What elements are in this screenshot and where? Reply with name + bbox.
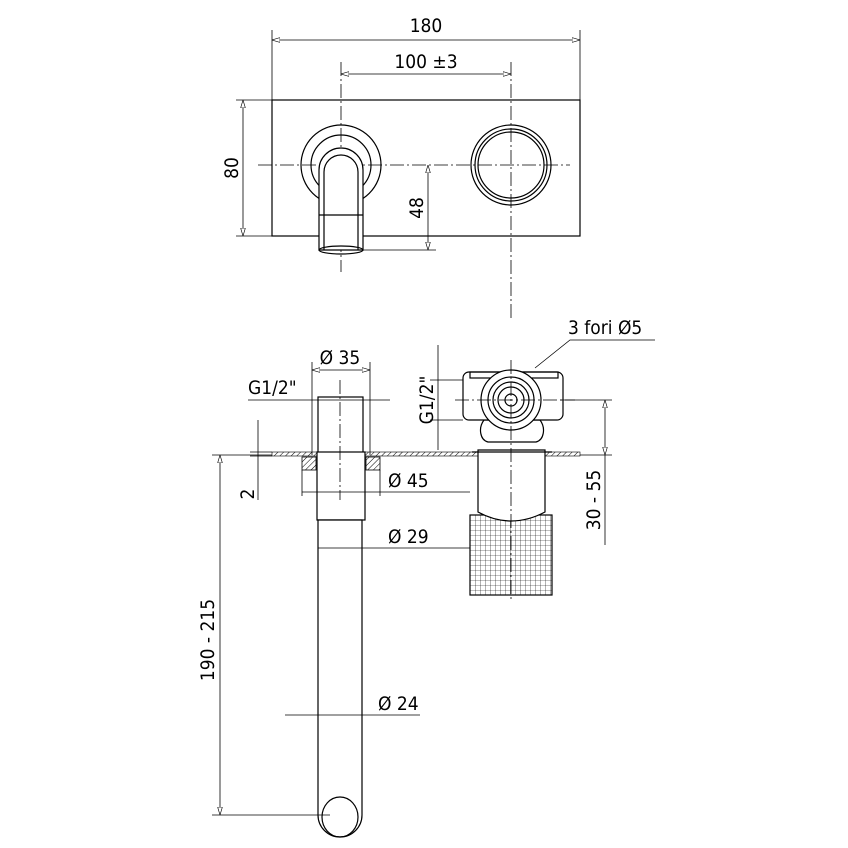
top-view: 180 100 ±3 80 48 xyxy=(221,15,581,320)
spout xyxy=(301,380,381,838)
mixer-valve xyxy=(455,360,575,600)
dim-depth-range: 30 - 55 xyxy=(583,470,605,531)
dim-spout-thread: G1/2" xyxy=(248,377,297,399)
dim-flange-diameter: Ø 45 xyxy=(388,470,429,492)
dim-neck-diameter: Ø 35 xyxy=(320,347,361,369)
dim-width: 180 xyxy=(410,15,443,37)
wall-section xyxy=(271,451,581,457)
side-view: Ø 35 G1/2" Ø 45 Ø 29 Ø 24 2 190 - 215 xyxy=(197,317,655,838)
dim-wall-thickness: 2 xyxy=(237,489,259,500)
holes-note: 3 fori Ø5 xyxy=(568,317,642,339)
handle-rosette xyxy=(470,124,552,206)
dim-height: 80 xyxy=(221,157,243,179)
dim-spout-offset: 48 xyxy=(406,197,428,219)
dim-pipe-diameter: Ø 29 xyxy=(388,526,429,548)
spout-rosette xyxy=(300,124,382,255)
dim-spout-length: 190 - 215 xyxy=(197,599,219,681)
dim-valve-thread: G1/2" xyxy=(416,376,438,425)
dim-tip-diameter: Ø 24 xyxy=(378,693,419,715)
dim-spacing: 100 ±3 xyxy=(394,51,457,73)
